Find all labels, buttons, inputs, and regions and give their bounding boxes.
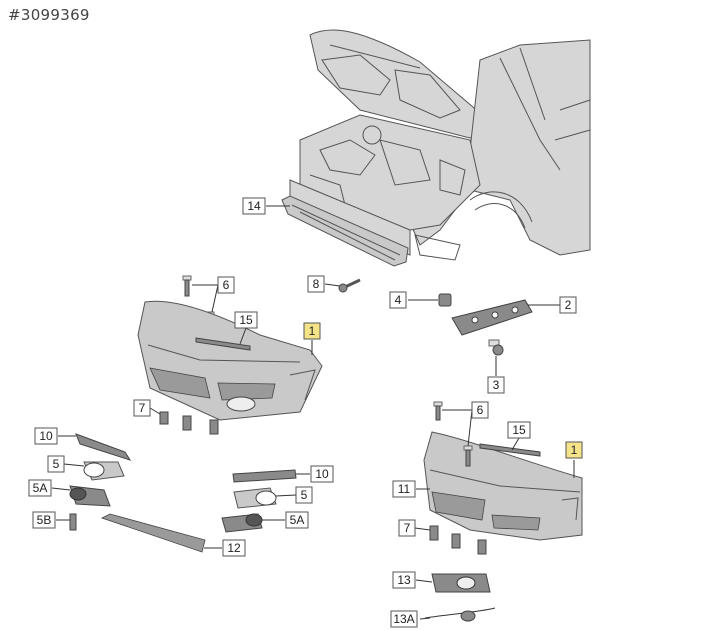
callout-8: 8	[307, 275, 325, 293]
callout-number: 15	[239, 313, 253, 327]
trim-10-left	[75, 433, 132, 461]
callout-5B: 5B	[32, 511, 56, 529]
bumper-cover-right	[423, 431, 583, 541]
callout-box	[389, 291, 407, 309]
mounting-bracket-2	[451, 299, 533, 336]
callout-box	[310, 465, 334, 483]
callout-6: 6	[217, 276, 235, 294]
callout-box	[307, 275, 325, 293]
leader-lines	[51, 205, 575, 620]
callout-3: 3	[487, 376, 505, 394]
callout-2: 2	[559, 296, 577, 314]
bolt-3	[488, 339, 504, 356]
clip-5b	[69, 513, 77, 531]
grille-insert-13	[431, 573, 491, 593]
callout-15: 15	[507, 421, 531, 439]
callout-7: 7	[133, 399, 151, 417]
callout-box	[285, 511, 309, 529]
reference-id: #3099369	[8, 6, 90, 24]
callout-box	[487, 376, 505, 394]
callout-number: 5	[301, 488, 308, 502]
callout-box	[565, 441, 583, 459]
trim-strip-15-left	[195, 337, 251, 351]
harness-13a	[424, 607, 496, 622]
callout-5: 5	[47, 455, 65, 473]
callout-number: 6	[223, 278, 230, 292]
callout-1: 1	[303, 322, 321, 340]
callout-13A: 13A	[390, 610, 418, 628]
callout-box	[222, 539, 246, 557]
callout-12: 12	[222, 539, 246, 557]
callout-box	[133, 399, 151, 417]
callout-number: 5B	[37, 513, 52, 527]
clip-4	[438, 293, 452, 307]
callout-number: 15	[512, 423, 526, 437]
callout-box	[32, 511, 56, 529]
callout-number: 14	[247, 199, 261, 213]
callout-number: 3	[493, 378, 500, 392]
callout-5A: 5A	[28, 479, 52, 497]
callout-number: 11	[398, 482, 411, 496]
callout-1: 1	[565, 441, 583, 459]
callout-5A: 5A	[285, 511, 309, 529]
callout-13: 13	[392, 571, 416, 589]
callout-number: 5A	[290, 513, 305, 527]
callout-number: 8	[313, 277, 320, 291]
lower-grille-12	[100, 513, 206, 553]
callout-10: 10	[34, 427, 58, 445]
callout-number: 4	[395, 293, 402, 307]
callout-box	[559, 296, 577, 314]
callout-7: 7	[398, 519, 416, 537]
bolts-6-right	[433, 401, 473, 467]
callout-number: 10	[315, 467, 329, 481]
callout-box	[507, 421, 531, 439]
callout-number: 1	[309, 324, 316, 338]
callout-4: 4	[389, 291, 407, 309]
callout-box	[392, 480, 416, 498]
callout-6: 6	[471, 401, 489, 419]
callout-box	[303, 322, 321, 340]
callout-number: 6	[477, 403, 484, 417]
callout-box	[398, 519, 416, 537]
car-body-illustration	[281, 29, 591, 267]
callout-number: 1	[571, 443, 578, 457]
callout-15: 15	[234, 311, 258, 329]
callout-box	[390, 610, 418, 628]
callout-number: 5A	[33, 481, 48, 495]
callout-box	[295, 486, 313, 504]
callout-number: 7	[139, 401, 146, 415]
callout-box	[242, 197, 266, 215]
callout-11: 11	[392, 480, 416, 498]
fog-cover-5-left	[83, 461, 125, 481]
trim-strip-15-right	[479, 443, 541, 457]
callout-number: 13A	[393, 612, 414, 626]
fog-grille-5a-right	[221, 513, 263, 533]
callout-number: 2	[565, 298, 572, 312]
callout-14: 14	[242, 197, 266, 215]
callout-box	[47, 455, 65, 473]
callout-box	[34, 427, 58, 445]
callout-box	[234, 311, 258, 329]
callout-number: 13	[397, 573, 411, 587]
bolt-6-left-top	[182, 275, 192, 297]
bumper-cover-left	[137, 300, 323, 421]
clips-7-left	[159, 411, 219, 435]
callout-number: 5	[53, 457, 60, 471]
callout-10: 10	[310, 465, 334, 483]
callout-box	[471, 401, 489, 419]
callout-number: 7	[404, 521, 411, 535]
callout-box	[217, 276, 235, 294]
trim-10-right	[232, 469, 297, 483]
bolt-8	[338, 278, 361, 293]
callout-5: 5	[295, 486, 313, 504]
fog-cover-5-right	[233, 487, 277, 509]
callout-number: 10	[39, 429, 53, 443]
clips-7-right	[429, 525, 487, 555]
callout-box	[392, 571, 416, 589]
fog-grille-5a-left	[69, 485, 111, 507]
callout-box	[28, 479, 52, 497]
callout-number: 12	[227, 541, 241, 555]
